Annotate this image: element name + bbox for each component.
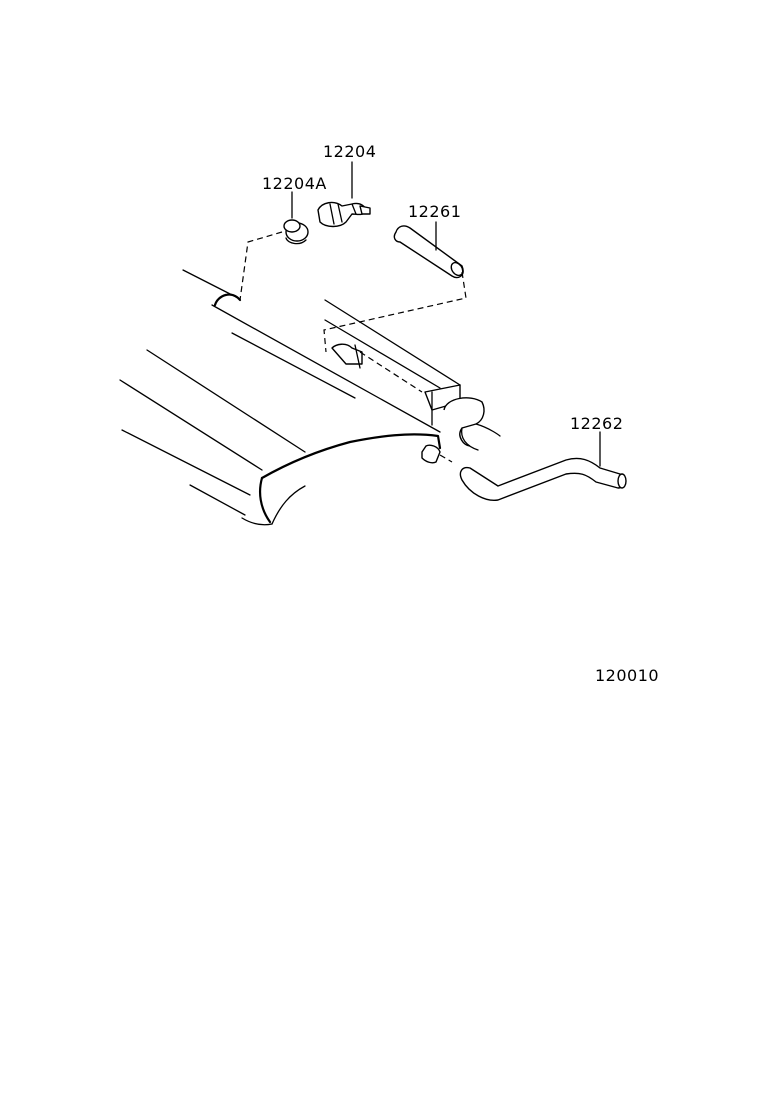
assembly-line-grommet (239, 231, 283, 301)
pcv-valve-part (317, 201, 371, 228)
cylinder-head-cover (119, 269, 501, 526)
assembly-line-hose (323, 271, 467, 353)
assembly-line-rail (359, 351, 423, 393)
assembly-line-nipple (439, 454, 453, 463)
ventilation-hose-2-part (459, 457, 627, 501)
part-label-12262: 12262 (570, 414, 623, 433)
grommet-part (283, 219, 309, 245)
part-label-12204: 12204 (323, 142, 376, 161)
figure-code: 120010 (595, 666, 659, 685)
part-label-12204A: 12204A (262, 174, 327, 193)
part-label-12261: 12261 (408, 202, 461, 221)
ventilation-hose-1-part (393, 225, 464, 279)
